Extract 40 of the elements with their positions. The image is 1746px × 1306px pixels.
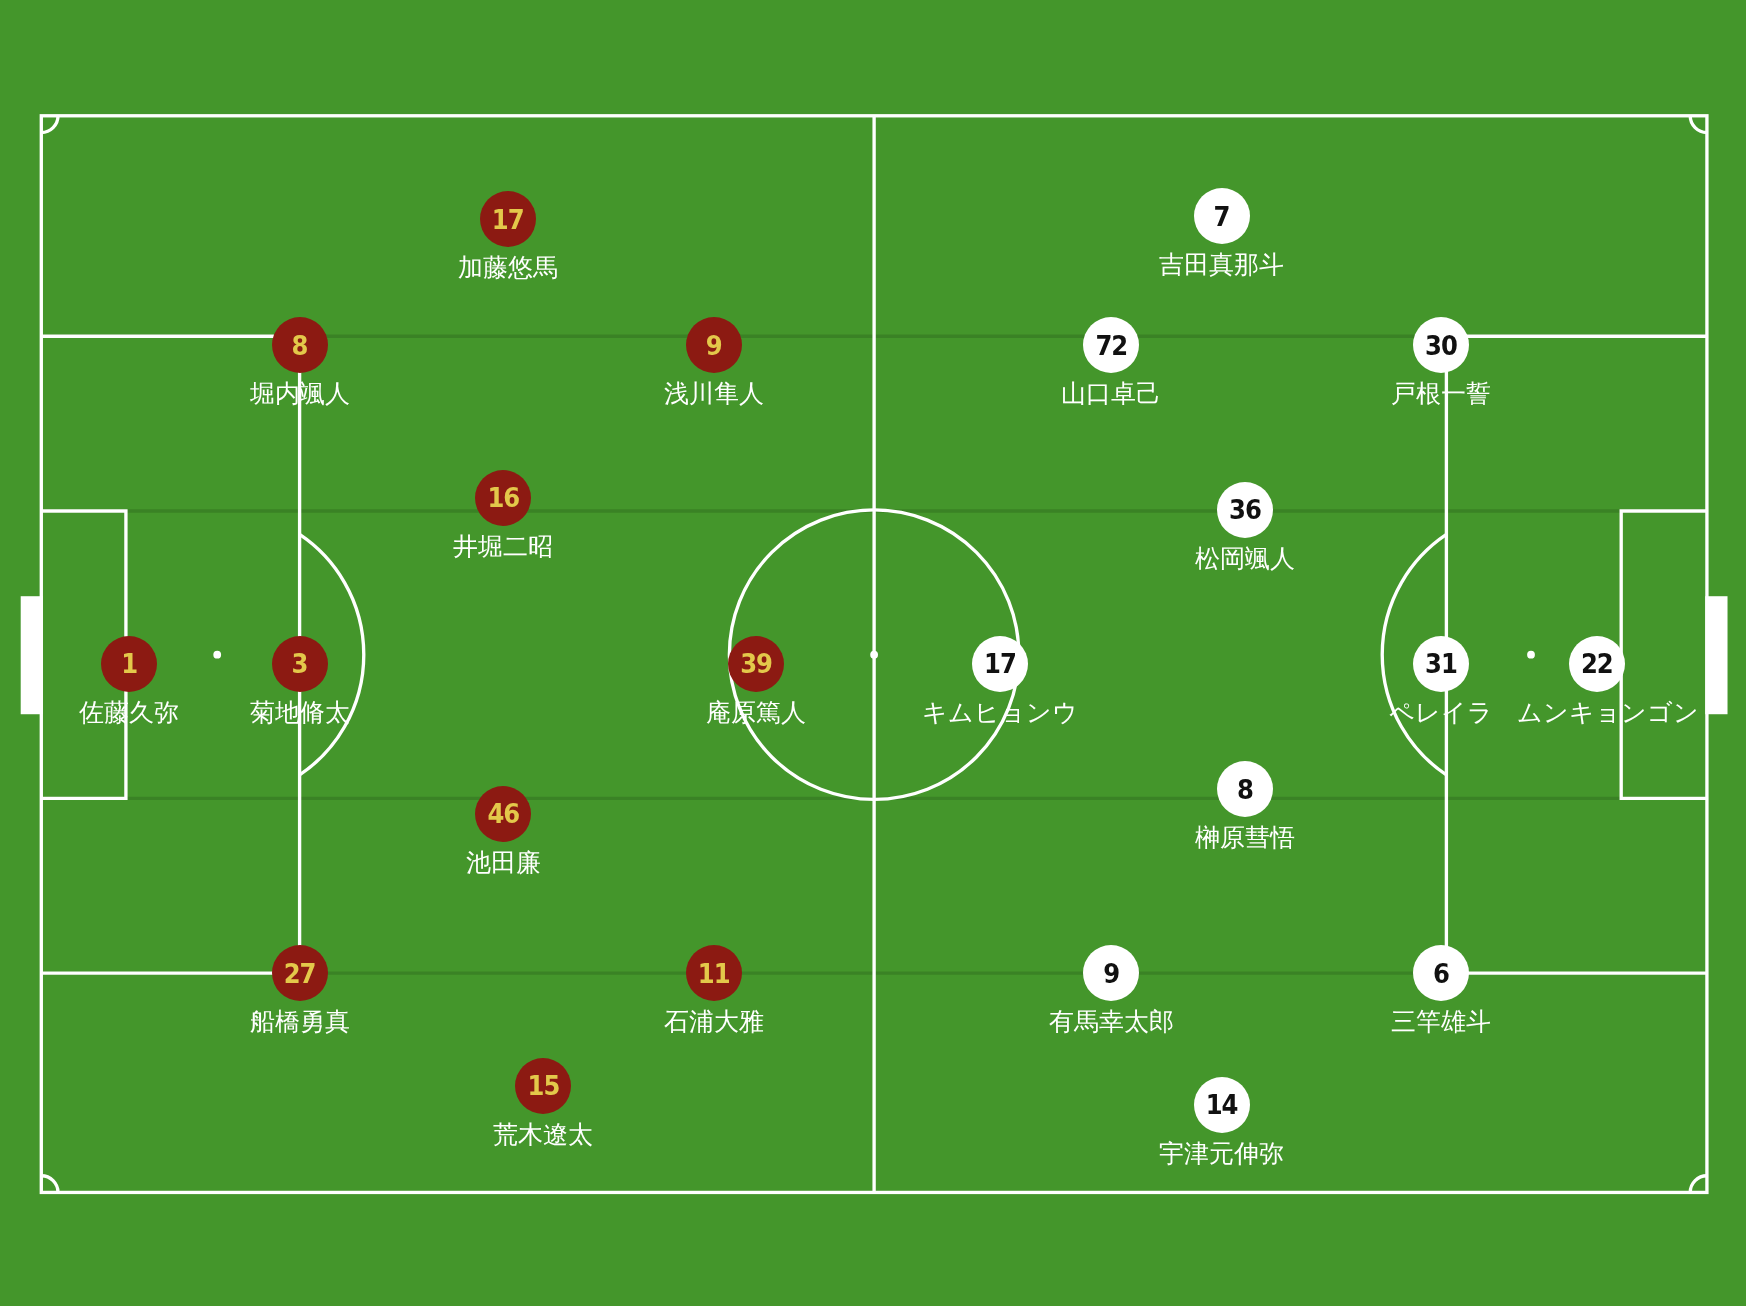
player-number: 3 xyxy=(271,635,328,692)
player-number: 31 xyxy=(1412,635,1469,692)
player-name: 榊原彗悟 xyxy=(1194,822,1295,855)
player-number: 46 xyxy=(475,785,532,842)
player-name: ムンキョンゴン xyxy=(1516,696,1699,729)
player-number: 17 xyxy=(479,191,536,248)
player-name: 菊地脩太 xyxy=(249,696,350,729)
player-name: 船橋勇真 xyxy=(249,1006,350,1039)
player-number: 8 xyxy=(1216,761,1273,818)
player-number: 15 xyxy=(515,1057,572,1114)
player-number: 7 xyxy=(1193,188,1250,244)
player-name: 有馬幸太郎 xyxy=(1048,1006,1174,1039)
player-name: キムヒョンウ xyxy=(921,696,1078,729)
player-name: 吉田真那斗 xyxy=(1159,249,1285,281)
player-number: 8 xyxy=(271,317,328,374)
player-name: 浅川隼人 xyxy=(663,378,764,411)
player-number: 14 xyxy=(1193,1076,1250,1133)
player-number: 6 xyxy=(1412,945,1469,1002)
player-name: 三竿雄斗 xyxy=(1390,1006,1491,1039)
player-number: 27 xyxy=(271,945,328,1002)
player-name: 池田廉 xyxy=(465,846,541,879)
player-name: 石浦大雅 xyxy=(663,1006,764,1039)
player-number: 22 xyxy=(1568,635,1625,692)
player-name: 井堀二昭 xyxy=(453,530,554,563)
player-number: 72 xyxy=(1083,317,1140,374)
player-name: 加藤悠馬 xyxy=(457,252,558,285)
player-number: 30 xyxy=(1412,317,1469,374)
player-number: 17 xyxy=(971,635,1028,692)
player-number: 11 xyxy=(685,945,742,1002)
player-number: 1 xyxy=(101,635,158,692)
player-name: 山口卓己 xyxy=(1061,378,1162,411)
player-name: 荒木遼太 xyxy=(493,1118,594,1151)
player-number: 39 xyxy=(728,635,785,692)
player-number: 9 xyxy=(685,317,742,374)
player-name: 松岡颯人 xyxy=(1194,543,1295,575)
player-name: 宇津元伸弥 xyxy=(1159,1137,1285,1170)
player-name: 堀内颯人 xyxy=(249,378,350,411)
player-number: 36 xyxy=(1216,482,1273,538)
player-number: 9 xyxy=(1083,945,1140,1002)
player-number: 16 xyxy=(475,469,532,526)
